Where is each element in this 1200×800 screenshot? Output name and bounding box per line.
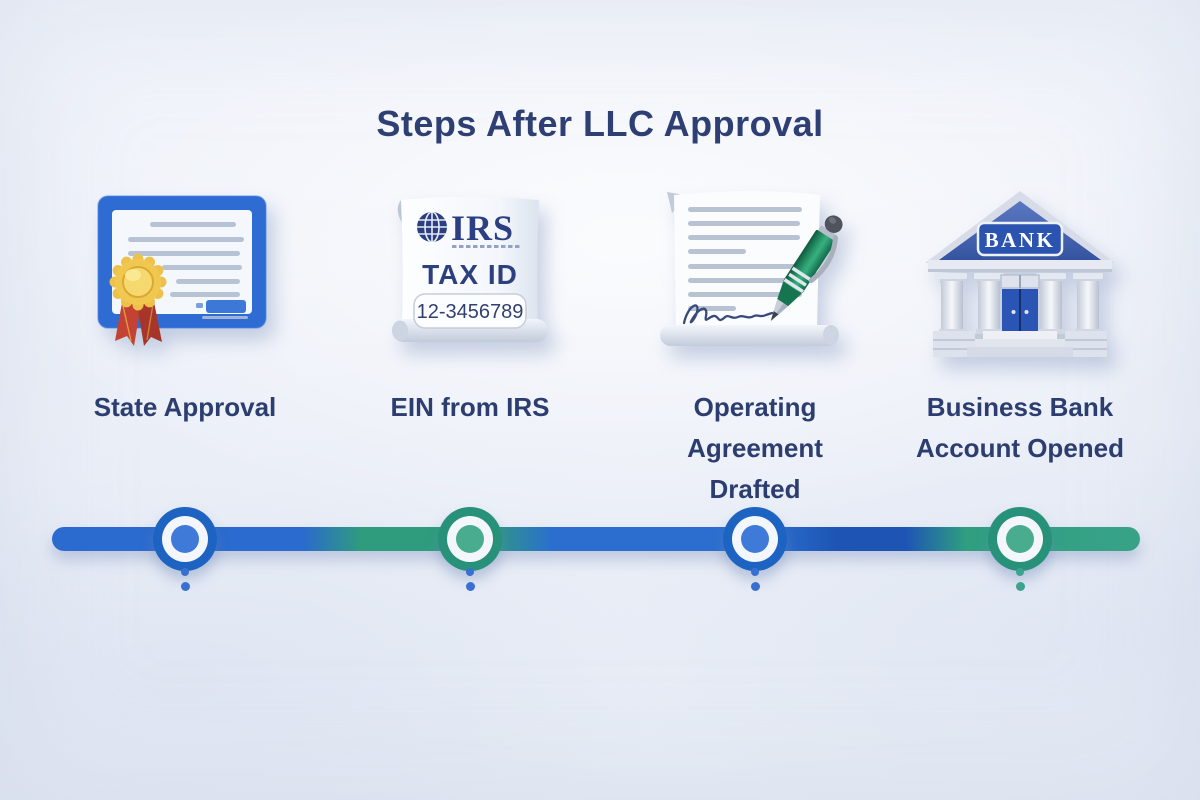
step-label-bank-account: Business Bank Account Opened (915, 392, 1124, 464)
timeline-node-core (171, 525, 199, 553)
timeline-node-ring (997, 516, 1043, 562)
gold-seal (109, 253, 166, 310)
page-bottom-roll (660, 324, 838, 346)
tax-id-number: 12-3456789 (416, 301, 523, 323)
step-column-state-approval: State Approval (45, 188, 325, 428)
timeline-node-core (456, 525, 484, 553)
irs-globe-icon (416, 211, 447, 242)
certificate-stamp (205, 299, 246, 313)
timeline-node-state-approval (153, 507, 217, 571)
certificate-icon-svg (96, 194, 267, 346)
step-label-ein-from-irs: EIN from IRS (390, 392, 550, 422)
timeline-node-ein (438, 507, 502, 571)
page-title: Steps After LLC Approval (376, 103, 824, 144)
timeline-connector-dots (1015, 568, 1025, 591)
timeline-node-bank (988, 507, 1052, 571)
timeline-node-ring (447, 516, 493, 562)
timeline-connector-dots (465, 568, 475, 591)
timeline-node-ring (162, 516, 208, 562)
signed-document-with-pen-icon (615, 188, 895, 363)
agreement-document-svg (660, 190, 843, 346)
bank-sign-text: BANK (985, 228, 1056, 252)
irs-fine-print (451, 244, 519, 248)
irs-tax-id-document-icon: IRS TAX ID 12-3456789 (330, 188, 610, 363)
step-column-ein-from-irs: IRS TAX ID 12-3456789 EIN from IRS (330, 188, 610, 428)
step-label-state-approval: State Approval (93, 392, 277, 422)
step-label-operating-agreement: Operating Agreement Drafted (687, 392, 823, 505)
entablature (928, 259, 1112, 271)
bank-door (1000, 273, 1040, 333)
bank-building-svg: BANK (925, 190, 1115, 357)
bank-sign (976, 221, 1064, 256)
certificate-icon (45, 188, 325, 363)
timeline-bar (52, 527, 1140, 551)
pen-icon (770, 214, 843, 321)
certificate-text-lines (127, 221, 244, 297)
signature (682, 303, 774, 324)
tax-id-title: TAX ID (422, 259, 518, 290)
timeline-node-agreement (723, 507, 787, 571)
timeline-connector-dots (180, 568, 190, 591)
irs-logo-text: IRS (451, 208, 514, 248)
timeline-node-core (1006, 525, 1034, 553)
bank-building-icon: BANK (880, 188, 1160, 363)
step-column-operating-agreement: Operating Agreement Drafted (615, 188, 895, 510)
bank-steps (933, 330, 1107, 357)
timeline-node-core (741, 525, 769, 553)
tax-id-number-box (412, 292, 527, 329)
irs-document-svg: IRS TAX ID 12-3456789 (391, 196, 548, 342)
document-text-lines (688, 206, 802, 311)
step-column-bank-account: BANK (880, 188, 1160, 469)
timeline-node-ring (732, 516, 778, 562)
timeline-connector-dots (750, 568, 760, 591)
